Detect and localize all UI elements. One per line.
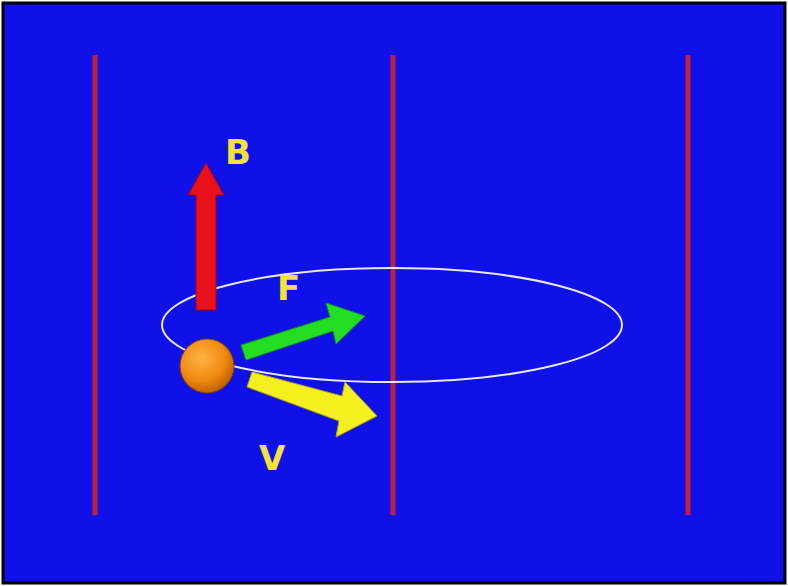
field-line: [391, 55, 396, 515]
vector-label: F: [277, 271, 300, 305]
b-arrow: [188, 163, 224, 310]
v-arrow: [247, 372, 377, 437]
background: [3, 3, 785, 583]
field-line: [686, 55, 691, 515]
f-arrow: [241, 303, 365, 360]
vector-label: V: [259, 441, 285, 475]
charged-particle: [180, 339, 234, 393]
field-line: [93, 55, 98, 515]
vector-label: B: [225, 135, 251, 169]
